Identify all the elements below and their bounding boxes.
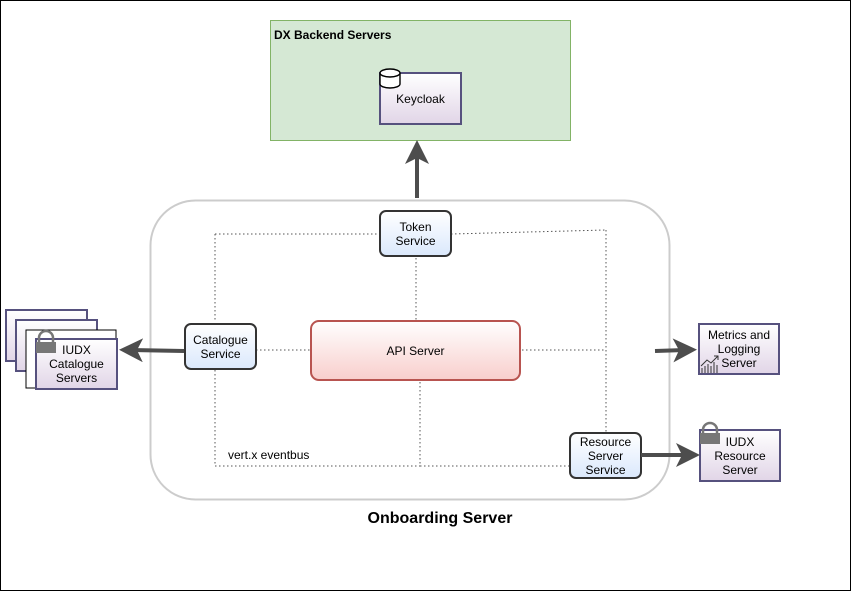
eventbus-lines bbox=[214, 229, 607, 467]
iudx-resource-label: IUDX Resource Server bbox=[714, 434, 766, 477]
arrow-to-catalogue bbox=[119, 338, 185, 363]
token-service-box[interactable] bbox=[379, 210, 452, 257]
onboarding-title: Onboarding Server bbox=[367, 510, 513, 527]
backend-title: DX Backend Servers bbox=[274, 28, 392, 42]
api-server-label: API Server bbox=[386, 343, 445, 358]
catalogue-service-box[interactable] bbox=[184, 323, 257, 370]
iudx-catalogue-label: IUDX Catalogue Servers bbox=[49, 343, 104, 385]
keycloak-label: Keycloak bbox=[396, 91, 445, 106]
database-icon bbox=[379, 68, 401, 89]
metrics-box[interactable] bbox=[698, 323, 780, 375]
lock-icon bbox=[36, 329, 56, 353]
catalogue-service-label: Catalogue Service bbox=[193, 332, 248, 361]
resource-service-label: Resource Server Service bbox=[579, 434, 632, 477]
api-server-box[interactable] bbox=[310, 320, 521, 381]
chart-icon bbox=[700, 355, 719, 373]
arrow-to-metrics bbox=[654, 338, 697, 363]
metrics-label: Metrics and Logging Server bbox=[707, 328, 771, 370]
eventbus-label: vert.x eventbus bbox=[228, 448, 310, 462]
token-service-label: Token Service bbox=[395, 219, 436, 248]
lock-icon bbox=[700, 421, 720, 444]
